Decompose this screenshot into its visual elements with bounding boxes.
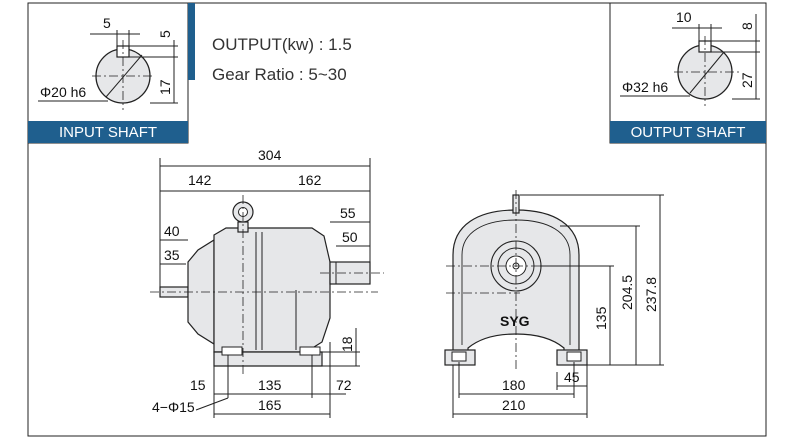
side-base-height: 18 <box>339 336 355 352</box>
output-shaft-height: 27 <box>739 72 755 88</box>
side-holes: 4−Φ15 <box>152 399 195 415</box>
input-shaft-height: 17 <box>157 79 173 95</box>
side-housing <box>213 227 331 353</box>
input-shaft-panel: INPUT SHAFT Φ20 h6 5 5 17 <box>27 2 189 144</box>
side-input-40: 40 <box>164 223 180 239</box>
side-holes-leader <box>195 397 229 411</box>
front-foot-hole-right <box>566 351 582 362</box>
input-diameter-text: Φ20 h6 <box>40 84 86 100</box>
side-output-50: 50 <box>342 229 358 245</box>
side-right-length: 162 <box>298 172 322 188</box>
spec-output: OUTPUT(kw) : 1.5 <box>212 35 352 54</box>
output-shaft-banner <box>610 121 766 143</box>
input-shaft-banner <box>28 121 188 143</box>
front-shaft-height: 135 <box>593 306 609 330</box>
front-overall-height: 237.8 <box>643 277 659 312</box>
side-foot-hole-right <box>299 346 321 356</box>
input-key-depth: 5 <box>157 30 173 38</box>
side-left-length: 142 <box>188 172 212 188</box>
input-key-width: 5 <box>103 15 111 31</box>
output-key-width: 10 <box>676 9 692 25</box>
front-logo: SYG <box>500 313 530 329</box>
output-key-depth: 8 <box>739 22 755 30</box>
spec-gear-ratio: Gear Ratio : 5~30 <box>212 65 347 84</box>
output-diameter-leader <box>689 51 725 94</box>
front-base-width: 210 <box>502 397 526 413</box>
side-base-length: 165 <box>258 397 282 413</box>
front-foot-hole-left <box>451 351 467 362</box>
front-view: SYG 135 204.5 237.8 180 45 210 <box>444 190 664 418</box>
output-shaft-panel: OUTPUT SHAFT Φ32 h6 10 8 27 <box>609 2 767 144</box>
side-foot-span: 135 <box>258 377 282 393</box>
side-view: 304 142 162 55 50 40 35 18 15 135 72 165… <box>150 147 384 418</box>
output-diameter-text: Φ32 h6 <box>622 79 668 95</box>
output-shaft-label: OUTPUT SHAFT <box>631 124 746 141</box>
side-foot-right: 72 <box>336 377 352 393</box>
side-input-35: 35 <box>164 247 180 263</box>
side-foot-hole-left <box>221 346 243 356</box>
front-foot-span: 180 <box>502 377 526 393</box>
side-output-55: 55 <box>340 205 356 221</box>
side-foot-offset: 15 <box>190 377 206 393</box>
side-overall-length: 304 <box>258 147 282 163</box>
front-top-height: 204.5 <box>619 275 635 310</box>
outer-frame <box>27 2 767 437</box>
input-diameter-leader <box>105 54 143 98</box>
front-housing <box>452 209 580 361</box>
front-foot-width: 45 <box>564 369 580 385</box>
input-shaft-label: INPUT SHAFT <box>59 124 157 141</box>
accent-bar <box>188 3 195 80</box>
